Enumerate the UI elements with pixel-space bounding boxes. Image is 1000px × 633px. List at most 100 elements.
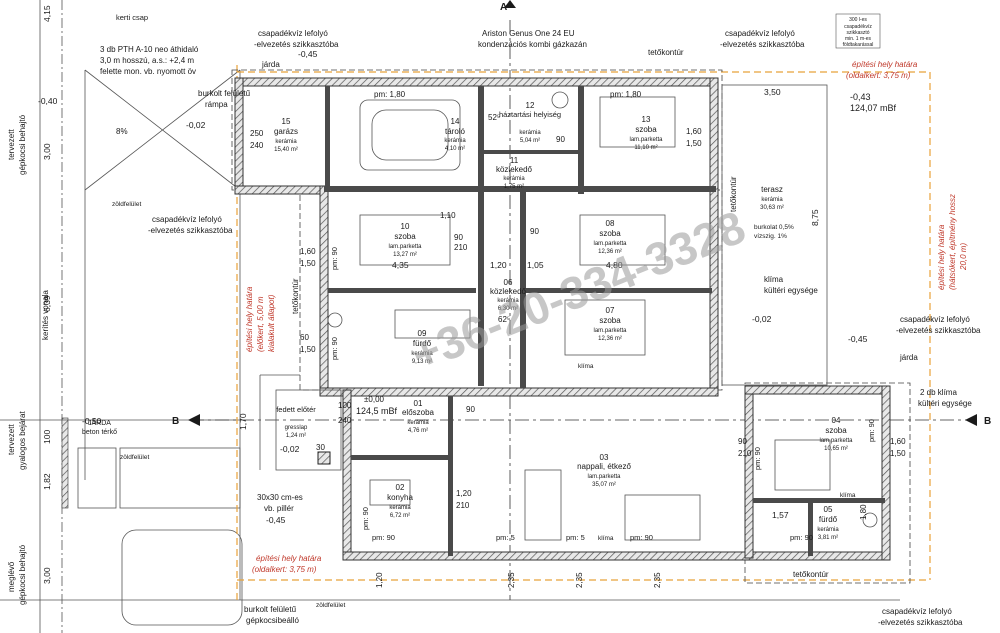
boundary-side-2: (oldalkert: 3,75 m): [846, 71, 911, 80]
dim-garage-door-h: 240: [250, 141, 264, 150]
pm-label: pm: 90: [867, 419, 876, 442]
dim-gate-side: 1,82: [42, 473, 52, 490]
dim-door-240: 240: [338, 416, 352, 425]
ramp-note-1: burkolt felületű: [198, 89, 251, 98]
ac-units-note-1: 2 db klíma: [920, 388, 957, 397]
room-13-bedroom: 13 szoba lam.parketta 11,10 m²: [629, 115, 663, 151]
dim-door-90c: 90: [556, 135, 565, 144]
soakaway-note-4: min. 1 m-es: [845, 36, 872, 42]
pm-label: pm: 5: [496, 533, 515, 542]
dim-corridor-625: 62⁵: [498, 315, 510, 324]
pm-label: pm: 90: [630, 533, 653, 542]
dim-terrace-length: 8,75: [810, 209, 820, 226]
green-area-2: zöldfelület: [120, 454, 149, 461]
downpipe-note-2: csapadékvíz lefolyó: [725, 29, 795, 38]
room-number: 01: [414, 399, 423, 408]
dim-bottom-2: 2,35: [507, 572, 516, 588]
room-name: közlekedő: [490, 287, 527, 296]
boiler-note-1: Ariston Genus One 24 EU: [482, 29, 575, 38]
downpipe-note-1b: -elvezetés szikkasztóba: [254, 40, 339, 49]
room-floor: lam.parketta: [819, 438, 853, 444]
dim-bath05-180: 1,80: [859, 504, 868, 520]
boundary-side-4: (oldalkert: 3,75 m): [252, 565, 317, 574]
roof-outline-bottom: tetőkontúr: [793, 570, 829, 579]
room-area: 35,07 m²: [592, 482, 616, 488]
pm-label: pm: 90: [330, 247, 339, 270]
room-floor: lam.parketta: [593, 328, 627, 334]
ac-label-room07: klíma: [578, 363, 594, 370]
room-name: háztartási helyiség: [499, 110, 561, 119]
boundary-front-3: kialakult állapot): [267, 294, 276, 352]
room-name: terasz: [761, 185, 783, 194]
dim-corridor-width: 1,20: [490, 260, 507, 270]
soakaway-note-1: 300 l-es: [849, 17, 867, 23]
room-area: 1,75 m²: [504, 184, 524, 190]
room-05-bathroom: 05 fürdő kerámia 3,81 m²: [817, 505, 839, 541]
level-marker: -0,50: [82, 416, 102, 426]
room-number: 07: [606, 306, 615, 315]
boundary-front-2: (előkert, 5,00 m: [256, 296, 265, 352]
boiler-note-2: kondenzációs kombi gázkazán: [478, 40, 587, 49]
lintel-note-2: 3,0 m hosszú, a.s.: +2,4 m: [100, 56, 194, 65]
dim-terrace-width: 3,50: [764, 87, 781, 97]
downpipe-note-3: csapadékvíz lefolyó: [152, 215, 222, 224]
room-number: 03: [600, 453, 609, 462]
planned-gate-2: gyalogos bejárat: [18, 411, 27, 470]
walkway-label-1: JÁRDA: [88, 418, 111, 427]
room-area: 4,76 m²: [408, 428, 428, 434]
dim-room10-width: 4,35: [392, 260, 409, 270]
dim-window-room13: 1,60: [686, 127, 702, 136]
dim-room08-width: 4,80: [606, 260, 623, 270]
room-name: előszoba: [402, 408, 435, 417]
soakaway-note-3: szikkasztó: [846, 30, 869, 36]
section-b-left: B: [172, 416, 179, 427]
room-area: 30,63 m²: [760, 205, 784, 211]
room-number: 14: [451, 117, 460, 126]
room-floor: kerámia: [761, 197, 783, 203]
room-name: konyha: [387, 493, 413, 502]
boundary-front-1: építési hely határa: [245, 286, 254, 352]
ac-label-room04: klíma: [840, 492, 856, 499]
room-01-hall: 01 előszoba kerámia 4,76 m²: [402, 399, 435, 434]
downpipe-note-3b: -elvezetés szikkasztóba: [148, 226, 233, 235]
room-area: 4,10 m²: [445, 146, 465, 152]
dim-window-room10-h: 1,50: [300, 259, 316, 268]
dim-kitchen-210: 210: [456, 501, 470, 510]
room-number: 05: [824, 505, 833, 514]
level-marker: -0,45: [266, 515, 286, 525]
level-marker: -0,40: [38, 96, 58, 106]
dim-pillar: 30: [316, 443, 325, 452]
annotations: kerti csap 3 db PTH A-10 neo áthidaló 3,…: [7, 2, 991, 627]
downpipe-note-4b: -elvezetés szikkasztóba: [896, 326, 981, 335]
paving-note-1: burkolat 0,5%: [754, 224, 794, 231]
room-number: 02: [396, 483, 405, 492]
fence-line-label: kerítés vonala: [41, 290, 50, 340]
ac-label-living: klíma: [598, 535, 614, 542]
dim-window-room04: 1,60: [890, 437, 906, 446]
room-floor: kerámia: [503, 176, 525, 182]
garden-tap-label: kerti csap: [116, 13, 148, 22]
roof-outline-left: tetőkontúr: [291, 278, 300, 314]
dim-side-yard: 6,39: [42, 295, 52, 312]
room-07-bedroom: 07 szoba lam.parketta 12,36 m²: [593, 306, 627, 342]
parking-note-1: burkolt felületű: [244, 605, 297, 614]
planned-drive-2: gépkocsi behajtó: [18, 114, 27, 175]
downpipe-note-5: csapadékvíz lefolyó: [882, 607, 952, 616]
room-name: szoba: [825, 426, 847, 435]
parapet-heights: pm: 1,80 pm: 1,80 pm: 90 pm: 5 pm: 5 pm:…: [330, 90, 876, 542]
room-14-storage: 14 tároló kerámia 4,10 m²: [444, 117, 466, 152]
dim-living-210: 210: [738, 449, 752, 458]
room-floor: kerámia: [275, 139, 297, 145]
boundary-side-1: építési hely határa: [852, 60, 918, 69]
dim-bottom-3: 2,35: [575, 572, 584, 588]
ac-unit-note-2: kültéri egysége: [764, 286, 818, 295]
pm-label: pm: 5: [566, 533, 585, 542]
boundary-rear-1: építési hely határa: [937, 224, 946, 290]
room-covered-entrance: fedett előtér gresslap 1,24 m²: [276, 405, 316, 439]
room-name: szoba: [635, 125, 657, 134]
room-04-bedroom: 04 szoba lam.parketta 10,65 m²: [819, 416, 853, 452]
dim-top-side: 4,15: [42, 5, 52, 22]
room-06-corridor: 06 közlekedő kerámia 6,30 m²: [490, 278, 527, 312]
level-right-2: 124,07 mBf: [850, 103, 897, 113]
